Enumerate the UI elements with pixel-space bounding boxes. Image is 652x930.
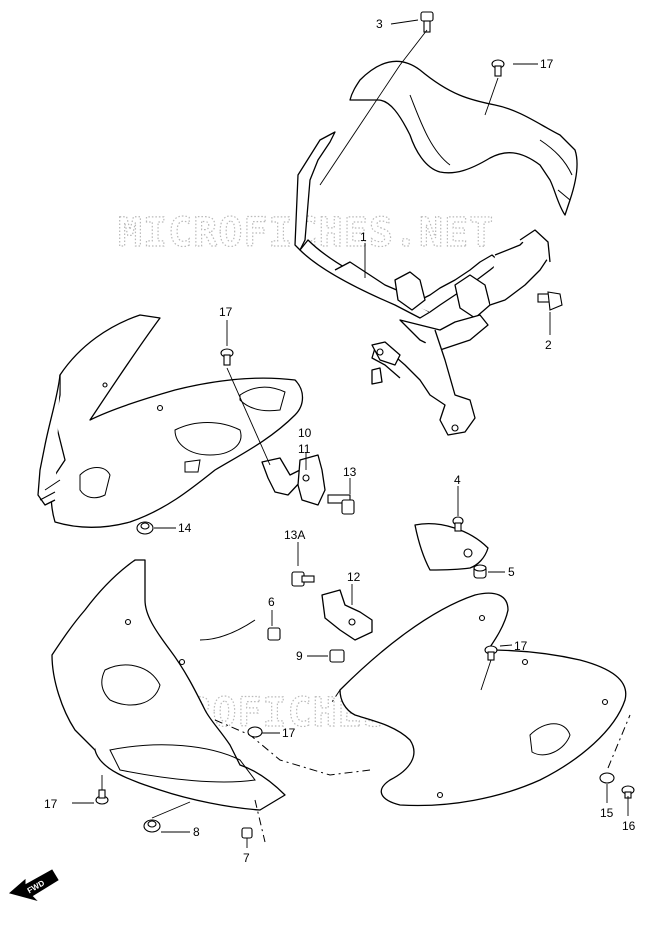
bolt-13 <box>327 494 355 515</box>
callout-5: 5 <box>508 565 515 579</box>
callouts: 3 17 1 2 17 10 11 13 14 4 5 13A 12 6 9 1… <box>44 17 636 865</box>
callout-7: 7 <box>243 851 250 865</box>
grommet-5 <box>473 564 487 579</box>
callout-13a: 13A <box>284 528 305 542</box>
callout-17-top: 17 <box>540 57 554 71</box>
callout-14: 14 <box>178 521 192 535</box>
inner-cowl <box>349 60 578 216</box>
upper-fairing <box>37 314 304 528</box>
nut-9 <box>329 649 345 663</box>
mount-bracket-12 <box>321 589 373 641</box>
callout-16: 16 <box>622 819 636 833</box>
cowling-brace <box>294 131 551 436</box>
callout-1: 1 <box>360 230 367 244</box>
side-panel-small <box>414 523 489 571</box>
callout-15: 15 <box>600 806 614 820</box>
callout-11: 11 <box>298 442 311 456</box>
callout-12: 12 <box>347 570 361 584</box>
nut-7 <box>241 827 253 839</box>
callout-2: 2 <box>545 338 552 352</box>
screw-3 <box>420 11 434 33</box>
bolt-13a <box>291 571 315 587</box>
callout-3: 3 <box>376 17 383 31</box>
fairing-bracket <box>261 454 326 506</box>
under-panel-outline <box>214 689 631 843</box>
forward-arrow: FWD <box>8 869 59 901</box>
lower-cowl-left <box>51 559 286 811</box>
callout-13: 13 <box>343 465 357 479</box>
callout-10: 10 <box>298 426 312 440</box>
screw-17-upper-fairing <box>220 348 234 366</box>
bolt-2 <box>537 291 563 311</box>
lower-cowl-right <box>339 592 627 807</box>
callout-6: 6 <box>268 595 275 609</box>
callout-17-lower-center: 17 <box>282 726 296 740</box>
screw-17-lower-left <box>95 789 109 805</box>
callout-17-lower-left: 17 <box>44 797 58 811</box>
screw-17-lower-right <box>484 645 498 661</box>
clip-6 <box>267 627 281 641</box>
callout-17-upper-fairing: 17 <box>219 305 233 319</box>
callout-17-lower-right: 17 <box>514 639 528 653</box>
nut-14 <box>136 521 154 535</box>
screw-17-lower-center <box>247 726 263 738</box>
screw-17-top <box>491 59 505 77</box>
screw-4 <box>452 516 464 532</box>
washer-15 <box>599 772 615 784</box>
leader-lines <box>72 19 629 848</box>
callout-9: 9 <box>296 649 303 663</box>
callout-8: 8 <box>193 825 200 839</box>
callout-4: 4 <box>454 473 461 487</box>
bolt-8 <box>143 819 161 833</box>
